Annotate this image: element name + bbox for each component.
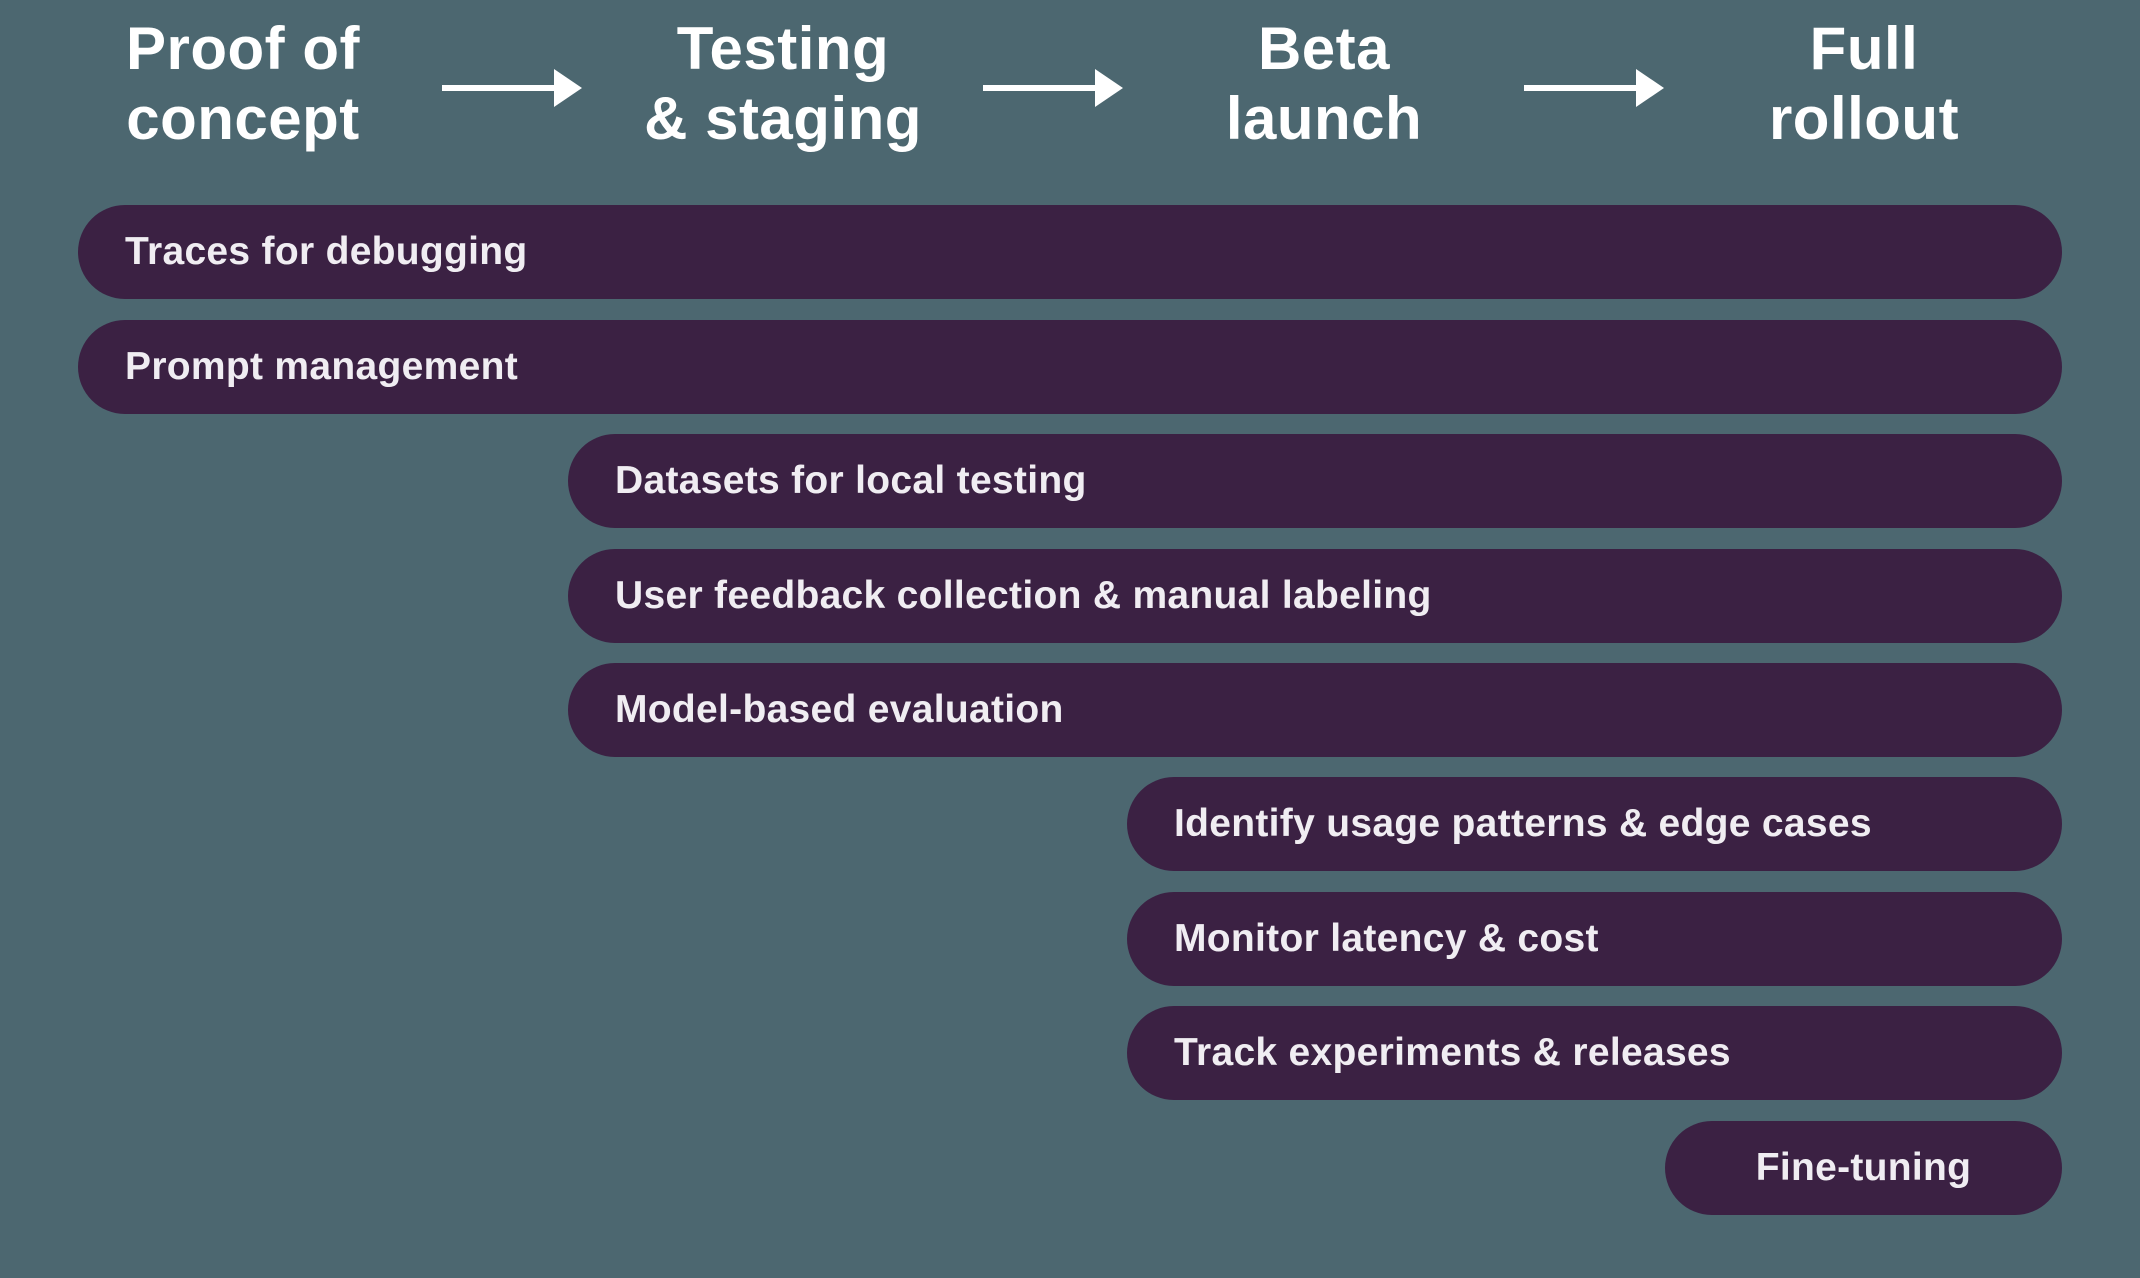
bar-label: User feedback collection & manual labeli… — [615, 574, 1432, 617]
right-arrow-icon — [442, 68, 582, 108]
roadmap-bar-prompt-management: Prompt management — [78, 320, 2062, 414]
stage-header-line: & staging — [644, 85, 922, 152]
stage-header-line: Beta — [1257, 15, 1391, 82]
stage-header-testing-staging: Testing & staging — [583, 14, 983, 154]
roadmap-bar-monitor-latency-cost: Monitor latency & cost — [1127, 892, 2062, 986]
stage-header-proof-of-concept: Proof of concept — [43, 14, 443, 154]
roadmap-bar-user-feedback-collection: User feedback collection & manual labeli… — [568, 549, 2062, 643]
right-arrow-icon — [983, 68, 1123, 108]
roadmap-bar-model-based-evaluation: Model-based evaluation — [568, 663, 2062, 757]
stage-header-line: rollout — [1768, 85, 1960, 152]
stage-header-line: Full — [1809, 15, 1919, 82]
stage-header-line: Proof of — [126, 15, 360, 82]
roadmap-bar-track-experiments-releases: Track experiments & releases — [1127, 1006, 2062, 1100]
bar-label: Fine-tuning — [1755, 1146, 1972, 1189]
stage-header-line: concept — [126, 85, 360, 152]
bar-label: Datasets for local testing — [615, 459, 1087, 502]
roadmap-bar-fine-tuning: Fine-tuning — [1665, 1121, 2062, 1215]
roadmap-bar-traces-for-debugging: Traces for debugging — [78, 205, 2062, 299]
bar-label: Track experiments & releases — [1174, 1031, 1731, 1074]
stage-header-line: Testing — [676, 15, 890, 82]
stage-header-line: launch — [1225, 85, 1423, 152]
roadmap-bar-identify-usage-patterns: Identify usage patterns & edge cases — [1127, 777, 2062, 871]
bar-label: Monitor latency & cost — [1174, 917, 1599, 960]
bar-label: Prompt management — [125, 345, 519, 388]
bar-label: Identify usage patterns & edge cases — [1174, 802, 1872, 845]
roadmap-bar-datasets-for-local-testing: Datasets for local testing — [568, 434, 2062, 528]
stage-header-beta-launch: Beta launch — [1124, 14, 1524, 154]
stage-header-full-rollout: Full rollout — [1664, 14, 2064, 154]
right-arrow-icon — [1524, 68, 1664, 108]
bar-label: Model-based evaluation — [615, 688, 1064, 731]
bar-label: Traces for debugging — [125, 230, 528, 273]
